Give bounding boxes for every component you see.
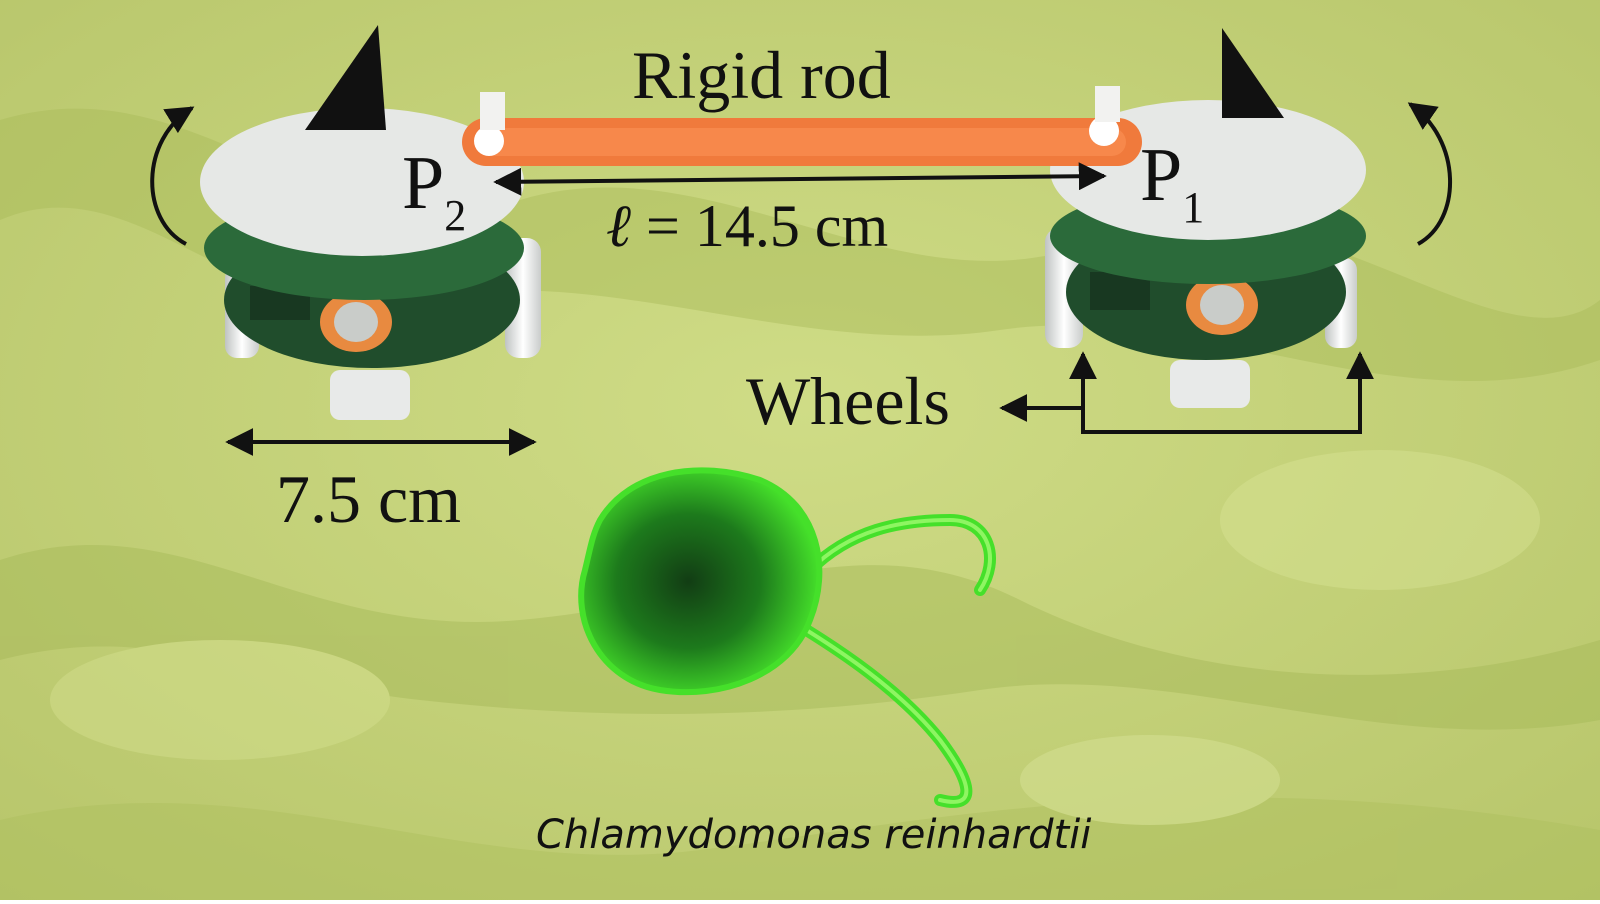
triangle-icon: [305, 25, 386, 130]
point-p1-letter: P: [1140, 133, 1183, 217]
robot-left-caster: [330, 370, 410, 420]
point-p1-subscript: 1: [1182, 183, 1205, 232]
point-p2-label: P2: [402, 140, 466, 240]
species-caption: Chlamydomonas reinhardtii: [536, 812, 1092, 858]
point-p1-label: P1: [1140, 132, 1204, 232]
robot-left-wheel-right: [505, 238, 541, 358]
length-value: = 14.5 cm: [631, 193, 889, 259]
robot-width-label: 7.5 cm: [276, 461, 462, 537]
curved-arrow-icon-left: [150, 106, 195, 246]
algae-cell-icon: [578, 467, 996, 808]
triangle-icon: [1222, 28, 1284, 118]
point-p2-subscript: 2: [444, 191, 467, 240]
curved-arrow-icon-right: [1407, 102, 1452, 246]
length-arrow: [493, 162, 1107, 196]
robot-right-caster: [1170, 360, 1250, 408]
rigid-rod-label: Rigid rod: [632, 37, 891, 113]
robot-left: [200, 25, 541, 420]
robot-left-top-plate: [200, 108, 524, 256]
rod-length-label: ℓ = 14.5 cm: [606, 192, 888, 261]
point-p2-letter: P: [402, 141, 445, 225]
length-symbol: ℓ: [606, 193, 631, 259]
wheels-label: Wheels: [746, 363, 950, 439]
rigid-rod: [462, 86, 1142, 166]
wheels-pointer: [999, 351, 1374, 434]
